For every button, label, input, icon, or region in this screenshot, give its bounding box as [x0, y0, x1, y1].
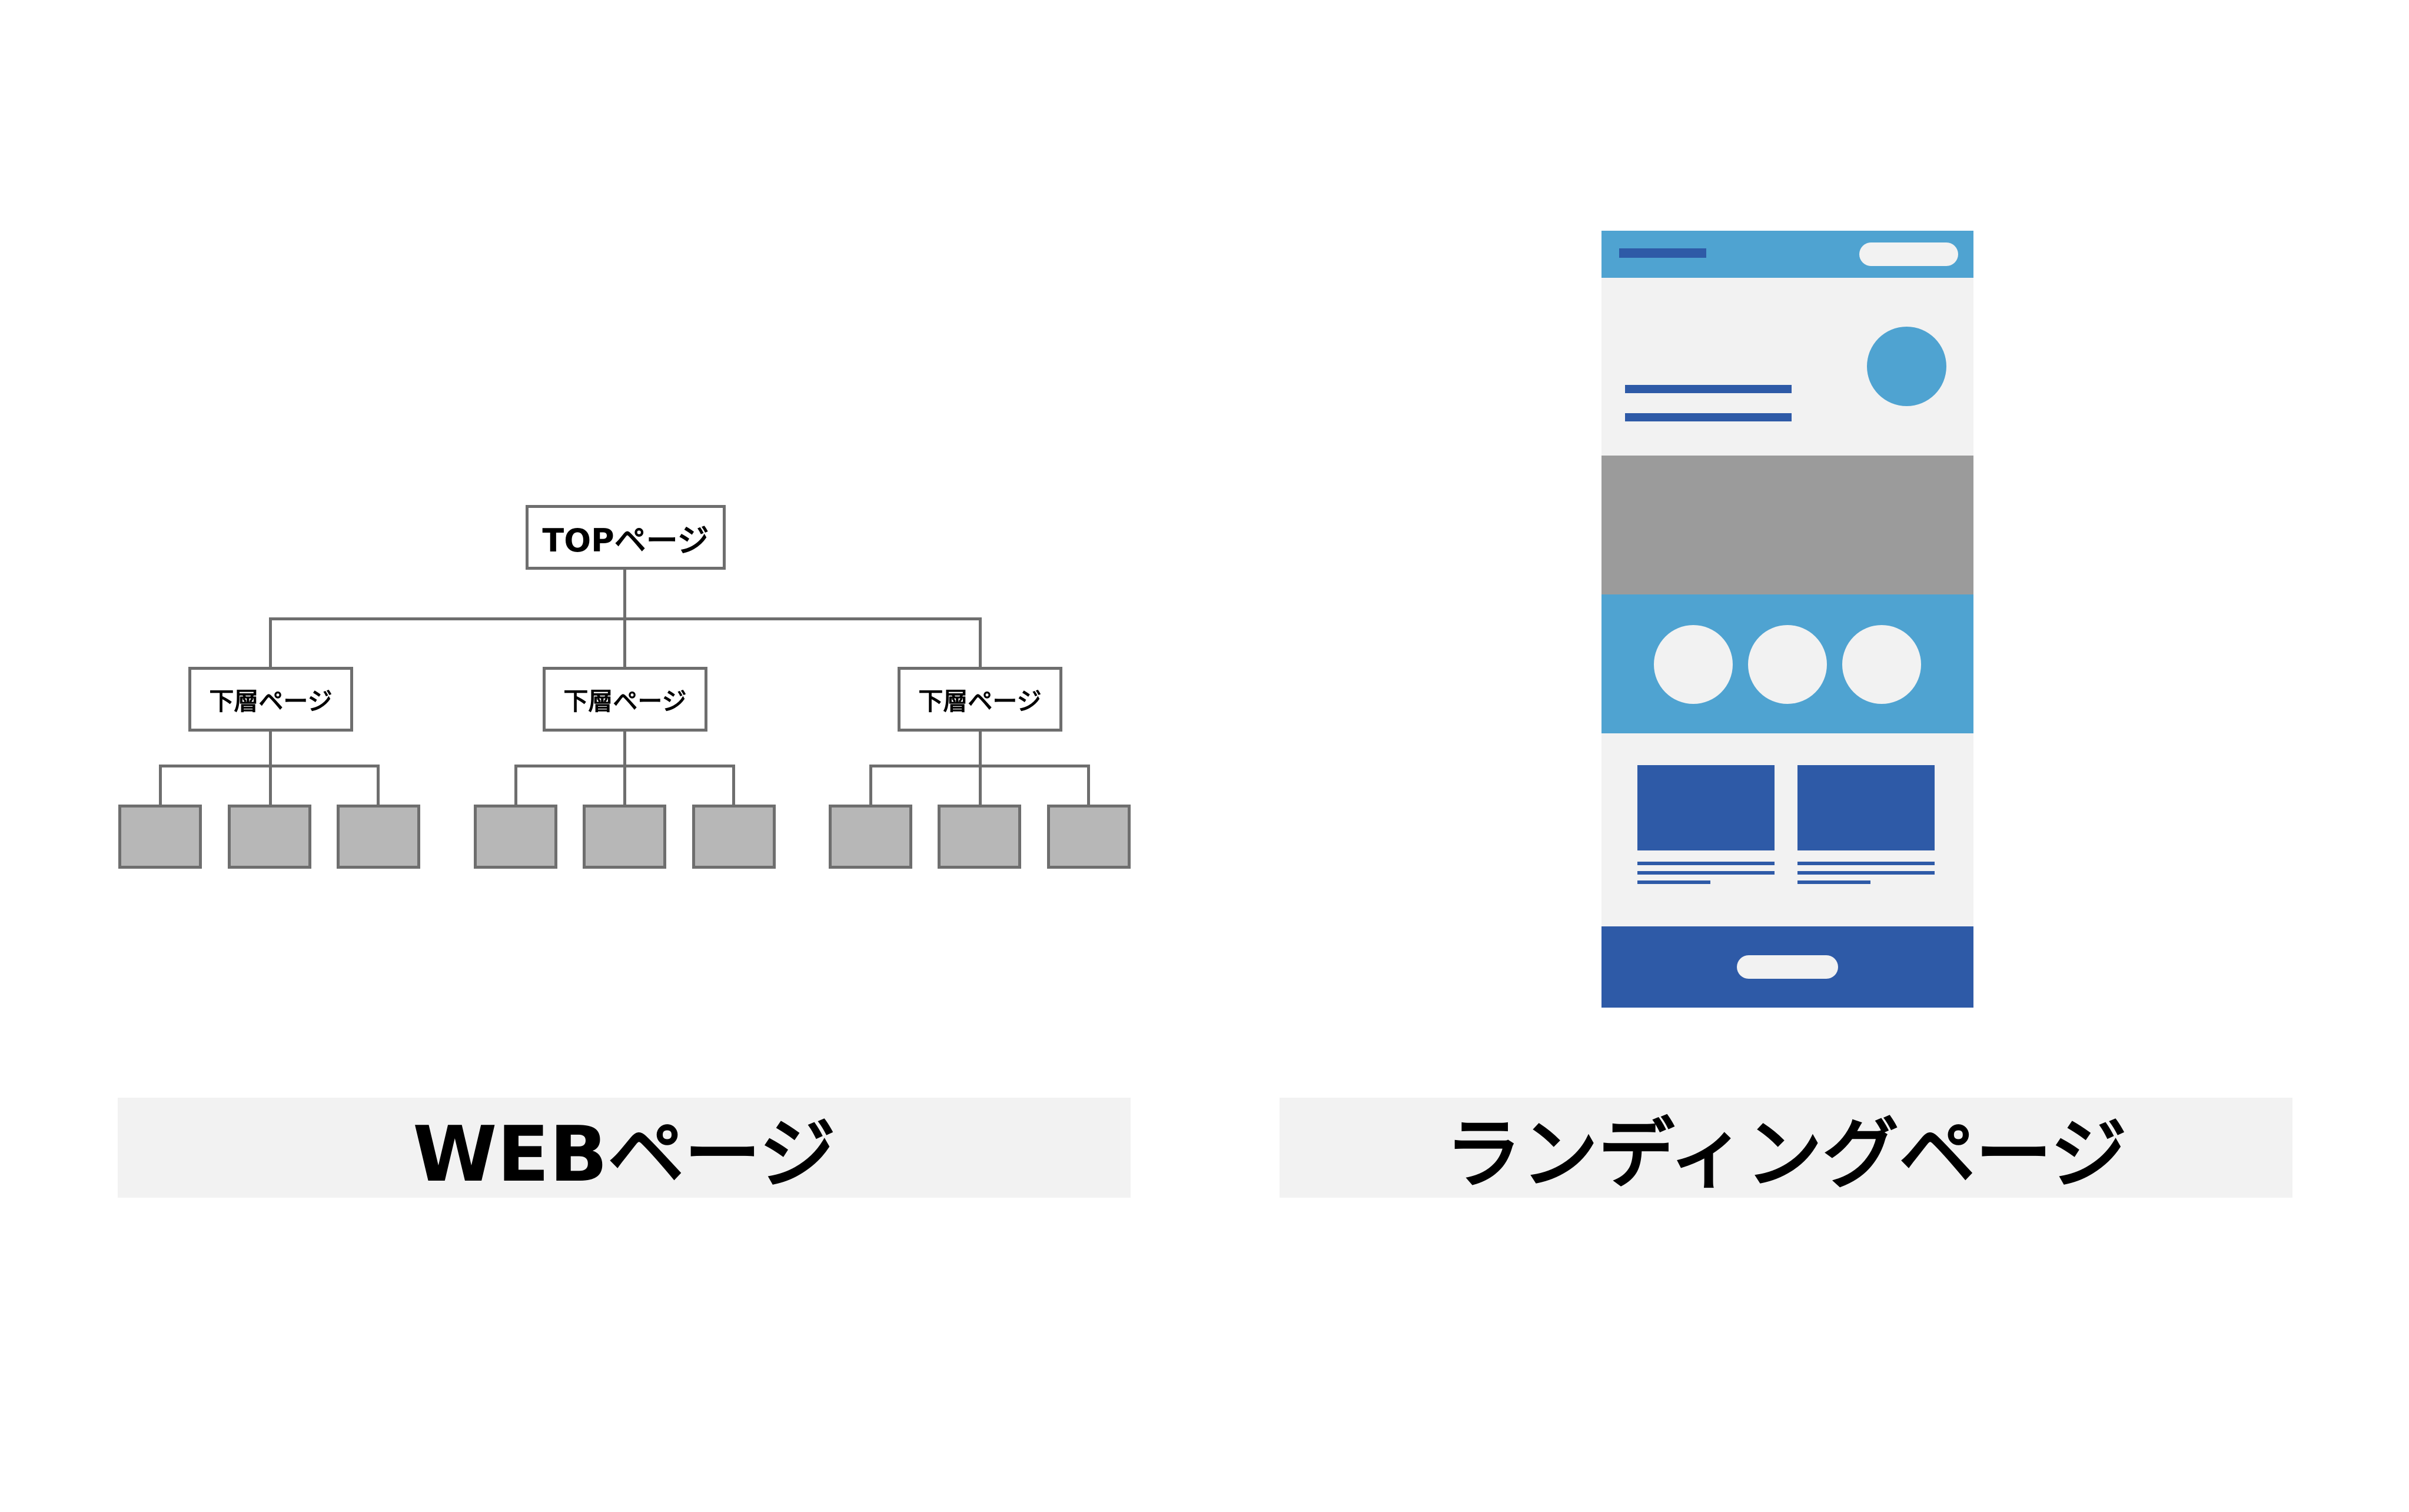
mockup-hero-circle [1867, 327, 1946, 406]
connector-line [623, 765, 626, 806]
mockup-card-text-line [1637, 862, 1775, 865]
sub-page-node: 下層ページ [188, 667, 353, 732]
sub-page-node: 下層ページ [543, 667, 707, 732]
sub-page-label: 下層ページ [209, 686, 333, 716]
sub-page-node: 下層ページ [898, 667, 1062, 732]
connector-line [269, 617, 272, 668]
mockup-card-text-line [1637, 871, 1775, 875]
landing-page-mockup [1601, 231, 1973, 1008]
top-page-label: TOPページ [542, 521, 709, 559]
caption-web-page-text: WEBページ [413, 1109, 836, 1199]
mockup-feature-circle [1748, 625, 1827, 704]
connector-line [514, 765, 517, 806]
mockup-image-band [1601, 456, 1973, 594]
connector-line [979, 765, 982, 806]
connector-line [623, 617, 626, 668]
mockup-card-image [1637, 765, 1775, 850]
mockup-logo-bar [1619, 248, 1706, 258]
connector-line [623, 732, 626, 767]
mockup-headline-line [1625, 413, 1792, 421]
mockup-card-text-line [1797, 862, 1935, 865]
leaf-page [583, 805, 666, 869]
caption-landing-page: ランディングページ [1280, 1098, 2292, 1199]
connector-line [269, 765, 272, 806]
leaf-page [938, 805, 1021, 869]
leaf-page [474, 805, 557, 869]
mockup-feature-circle [1842, 625, 1921, 704]
connector-line [269, 732, 272, 767]
connector-line [869, 765, 872, 806]
caption-web-page: WEBページ [118, 1098, 1131, 1199]
mockup-card-text-line [1797, 871, 1935, 875]
leaf-page [692, 805, 776, 869]
mockup-feature-circle [1654, 625, 1733, 704]
top-page-node: TOPページ [526, 505, 726, 570]
mockup-card-text-line [1637, 880, 1710, 884]
caption-landing-page-text: ランディングページ [1445, 1109, 2127, 1199]
leaf-page [1047, 805, 1131, 869]
leaf-page [228, 805, 311, 869]
leaf-page [829, 805, 912, 869]
connector-line [732, 765, 735, 806]
leaf-page [337, 805, 420, 869]
connector-line [159, 765, 162, 806]
leaf-page [118, 805, 202, 869]
connector-line [979, 732, 982, 767]
sub-page-label: 下層ページ [563, 686, 687, 716]
connector-line [377, 765, 380, 806]
mockup-card-image [1797, 765, 1935, 850]
sub-page-label: 下層ページ [918, 686, 1042, 716]
mockup-cta-button [1737, 955, 1838, 979]
connector-line [623, 570, 626, 620]
mockup-nav-button [1859, 242, 1958, 266]
connector-line [1087, 765, 1090, 806]
mockup-headline-line [1625, 385, 1792, 393]
connector-line [979, 617, 982, 668]
mockup-card-text-line [1797, 880, 1870, 884]
